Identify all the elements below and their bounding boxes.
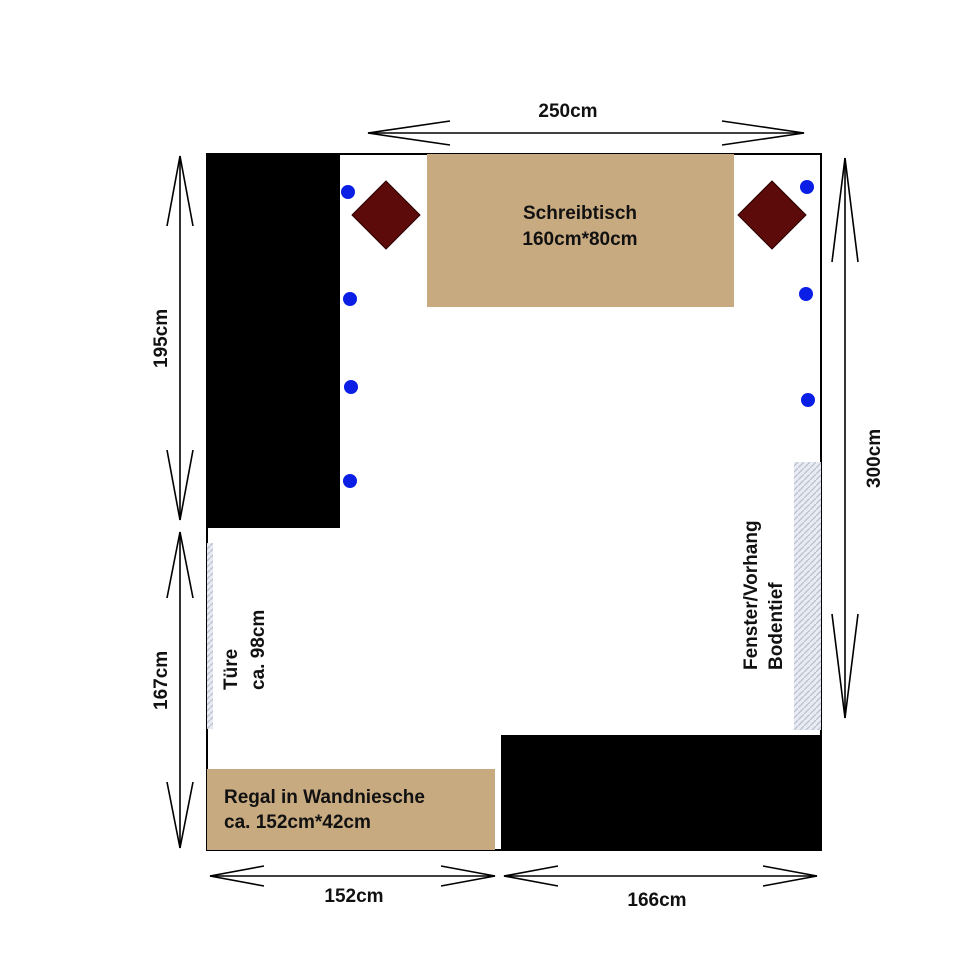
shelf-size: ca. 152cm*42cm xyxy=(224,812,371,833)
dimension-bottom-left-arrow xyxy=(209,865,496,887)
wardrobe-left xyxy=(207,154,340,528)
desk xyxy=(427,154,734,307)
door-opening xyxy=(207,543,213,729)
dimension-top: 250cm xyxy=(538,101,597,122)
light-dot-icon xyxy=(343,474,357,488)
door-label: Türe xyxy=(221,649,242,690)
dimension-left-upper: 195cm xyxy=(151,309,172,368)
speaker-diamond-icon xyxy=(351,180,421,250)
dimension-left-lower: 167cm xyxy=(151,651,172,710)
light-dot-icon xyxy=(801,393,815,407)
window-label: Fenster/Vorhang xyxy=(741,520,762,670)
dimension-left-upper-arrow xyxy=(166,155,194,521)
dimension-top-arrow xyxy=(367,120,805,146)
dimension-right-arrow xyxy=(831,157,859,719)
window-sub: Bodentief xyxy=(766,582,787,670)
shelf-label: Regal in Wandniesche xyxy=(224,787,425,808)
dimension-right: 300cm xyxy=(864,429,885,488)
window-curtain xyxy=(794,462,821,730)
light-dot-icon xyxy=(341,185,355,199)
dimension-bottom-right: 166cm xyxy=(627,890,686,911)
dimension-left-lower-arrow xyxy=(166,531,194,849)
light-dot-icon xyxy=(799,287,813,301)
speaker-diamond-icon xyxy=(737,180,807,250)
light-dot-icon xyxy=(344,380,358,394)
desk-label: Schreibtisch xyxy=(523,203,637,224)
dimension-bottom-right-arrow xyxy=(503,865,818,887)
light-dot-icon xyxy=(343,292,357,306)
shelf xyxy=(207,769,495,850)
light-dot-icon xyxy=(800,180,814,194)
wardrobe-bottom-right xyxy=(501,735,821,850)
desk-size: 160cm*80cm xyxy=(522,229,637,250)
door-size: ca. 98cm xyxy=(248,610,269,690)
dimension-bottom-left: 152cm xyxy=(324,886,383,907)
